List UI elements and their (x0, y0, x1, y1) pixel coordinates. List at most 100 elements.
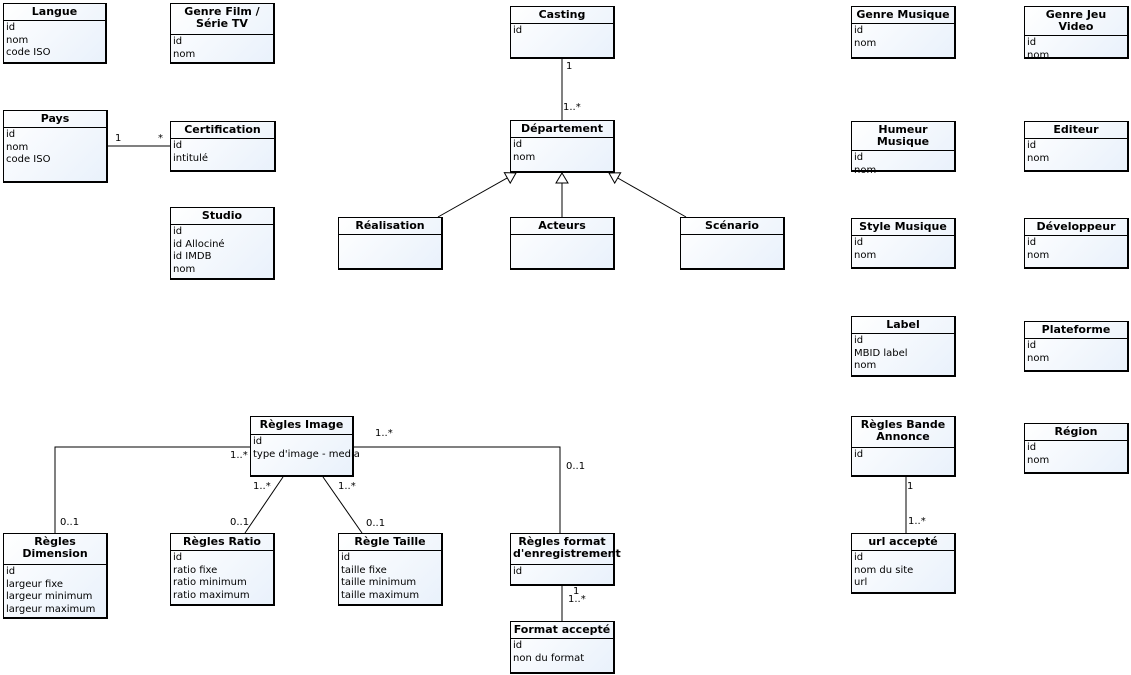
attribute: code ISO (6, 47, 51, 58)
class-name: Label (852, 317, 954, 334)
attribute: id (854, 449, 864, 460)
attribute: nom (854, 360, 877, 371)
attribute: largeur maximum (6, 603, 96, 615)
attribute: id (854, 25, 864, 36)
multiplicity-label: 1..* (568, 594, 586, 605)
multiplicity-label: 0..1 (566, 461, 586, 472)
attribute: largeur minimum (6, 591, 93, 602)
multiplicity-label: 1 (573, 586, 580, 597)
class-box-scenario[interactable]: Scénario (680, 217, 785, 270)
attribute: nom du site (854, 564, 914, 576)
attribute: id (854, 335, 864, 346)
attribute: id (1027, 340, 1037, 351)
attribute: nom (173, 263, 196, 275)
attribute: ratio fixe (173, 564, 218, 576)
attribute: id Allociné (173, 238, 225, 250)
attribute-list (681, 235, 783, 236)
multiplicity-label: 1 (115, 133, 122, 144)
attribute: ratio minimum (173, 577, 247, 588)
attribute-list (339, 235, 441, 236)
class-box-realisation[interactable]: Réalisation (338, 217, 443, 270)
attribute: nom (1027, 152, 1050, 164)
attribute: code ISO (6, 154, 51, 165)
attribute: nom (1027, 454, 1050, 466)
class-name: Certification (171, 122, 274, 139)
class-name: Genre Musique (852, 7, 954, 24)
attribute: id (173, 552, 183, 563)
attribute: id (6, 129, 16, 140)
attribute: taille maximum (341, 589, 420, 601)
class-name: Plateforme (1025, 322, 1127, 339)
attribute: non du format (513, 652, 585, 664)
attribute: id (513, 139, 523, 150)
attribute: id (854, 237, 864, 248)
multiplicity-label: 0..1 (60, 517, 80, 528)
multiplicity-label: 1 (566, 61, 573, 72)
class-name: Règles Image (251, 417, 352, 435)
class-name: Format accepté (511, 622, 613, 639)
inheritance-arrow-head (608, 172, 622, 185)
attribute: taille fixe (341, 564, 387, 576)
attribute: id (253, 436, 263, 447)
attribute: id (173, 226, 183, 237)
class-name: url accepté (852, 534, 954, 551)
attribute: id (854, 552, 864, 563)
multiplicity-label: 0..1 (230, 517, 250, 528)
multiplicity-label: 1..* (908, 516, 926, 527)
class-name: Réalisation (339, 218, 441, 235)
attribute: intitulé (173, 152, 209, 164)
class-name: Région (1025, 424, 1127, 441)
association-line-e-img-ratio (244, 476, 284, 534)
attribute: nom (6, 34, 29, 46)
class-box-acteurs[interactable]: Acteurs (510, 217, 615, 270)
attribute: id (1027, 37, 1037, 48)
class-name: Règles Ratio (171, 534, 273, 551)
class-name: Règles Dimension (4, 534, 106, 565)
multiplicity-label: 1..* (230, 450, 248, 461)
attribute: nom (6, 141, 29, 153)
class-name: Acteurs (511, 218, 613, 235)
attribute: nom (1027, 49, 1050, 61)
attribute: type d'image - media (253, 448, 360, 460)
class-name: Règles Bande Annonce (852, 417, 954, 448)
generalization-line-e-scen-dep (608, 172, 687, 218)
attribute: id (1027, 237, 1037, 248)
